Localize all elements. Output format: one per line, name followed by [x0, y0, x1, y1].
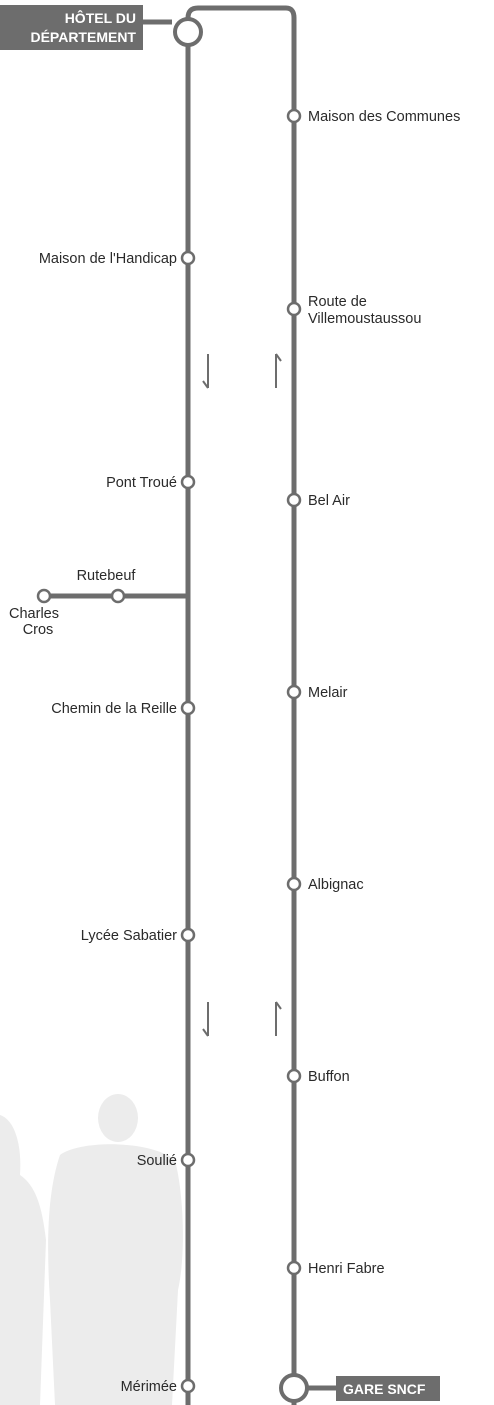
- stop-node: [286, 684, 302, 700]
- stop-label: Maison des Communes: [308, 109, 460, 125]
- terminus-top-line2: DÉPARTEMENT: [30, 29, 136, 45]
- stop-label: Melair: [308, 685, 348, 701]
- arrow-up-icon: [275, 353, 282, 388]
- stop-node: [180, 1378, 196, 1394]
- stop-melair: Melair: [286, 684, 348, 701]
- stop-label: Henri Fabre: [308, 1261, 385, 1277]
- stop-node: [180, 250, 196, 266]
- stop-charles-cros: Charles Cros: [9, 588, 59, 638]
- stop-node: [286, 1260, 302, 1276]
- terminus-bottom-node: [279, 1373, 309, 1403]
- stop-lycee-sabatier: Lycée Sabatier: [81, 927, 196, 944]
- stop-node: [286, 108, 302, 124]
- stop-label: Albignac: [308, 877, 364, 893]
- people-silhouette: [0, 1094, 183, 1405]
- stop-node: [180, 927, 196, 943]
- stop-label: Lycée Sabatier: [81, 928, 177, 944]
- stop-chemin-reille: Chemin de la Reille: [51, 700, 196, 717]
- arrow-down-icon: [202, 354, 209, 389]
- stop-label: Soulié: [137, 1153, 177, 1169]
- stop-label: Pont Troué: [106, 475, 177, 491]
- stop-maison-communes: Maison des Communes: [286, 108, 460, 125]
- stop-henri-fabre: Henri Fabre: [286, 1260, 385, 1277]
- stop-maison-handicap: Maison de l'Handicap: [39, 250, 196, 267]
- stop-node: [286, 301, 302, 317]
- terminus-top-line1: HÔTEL DU: [65, 9, 136, 26]
- stop-buffon: Buffon: [286, 1068, 350, 1085]
- direction-arrows: [202, 353, 282, 1037]
- stop-node: [36, 588, 52, 604]
- arrow-down-icon: [202, 1002, 209, 1037]
- stop-albignac: Albignac: [286, 876, 364, 893]
- terminus-top: HÔTEL DU DÉPARTEMENT: [0, 5, 203, 50]
- stop-bel-air: Bel Air: [286, 492, 350, 509]
- stop-label: Buffon: [308, 1069, 350, 1085]
- stop-node: [180, 474, 196, 490]
- stop-label: Mérimée: [121, 1379, 177, 1395]
- stop-soulie: Soulié: [137, 1152, 196, 1169]
- stop-rutebeuf: Rutebeuf: [77, 568, 137, 604]
- terminus-bottom-label: GARE SNCF: [343, 1381, 426, 1397]
- stop-node: [180, 1152, 196, 1168]
- stop-label-line2: Cros: [23, 622, 54, 638]
- stop-node: [110, 588, 126, 604]
- stop-route-villemoustaussou: Route de Villemoustaussou: [286, 294, 421, 327]
- terminus-bottom: GARE SNCF: [279, 1373, 440, 1403]
- stop-node: [286, 1068, 302, 1084]
- terminus-top-node: [173, 17, 203, 47]
- stop-label: Chemin de la Reille: [51, 701, 177, 717]
- stop-node: [180, 700, 196, 716]
- stop-node: [286, 492, 302, 508]
- stop-label: Rutebeuf: [77, 568, 137, 584]
- stop-label-line1: Charles: [9, 606, 59, 622]
- stop-label: Maison de l'Handicap: [39, 251, 177, 267]
- stop-label-line2: Villemoustaussou: [308, 311, 421, 327]
- stop-merimee: Mérimée: [121, 1378, 196, 1395]
- arrow-up-icon: [275, 1001, 282, 1036]
- stop-node: [286, 876, 302, 892]
- stop-label: Bel Air: [308, 493, 350, 509]
- stop-pont-troue: Pont Troué: [106, 474, 196, 491]
- stop-label-line1: Route de: [308, 294, 367, 310]
